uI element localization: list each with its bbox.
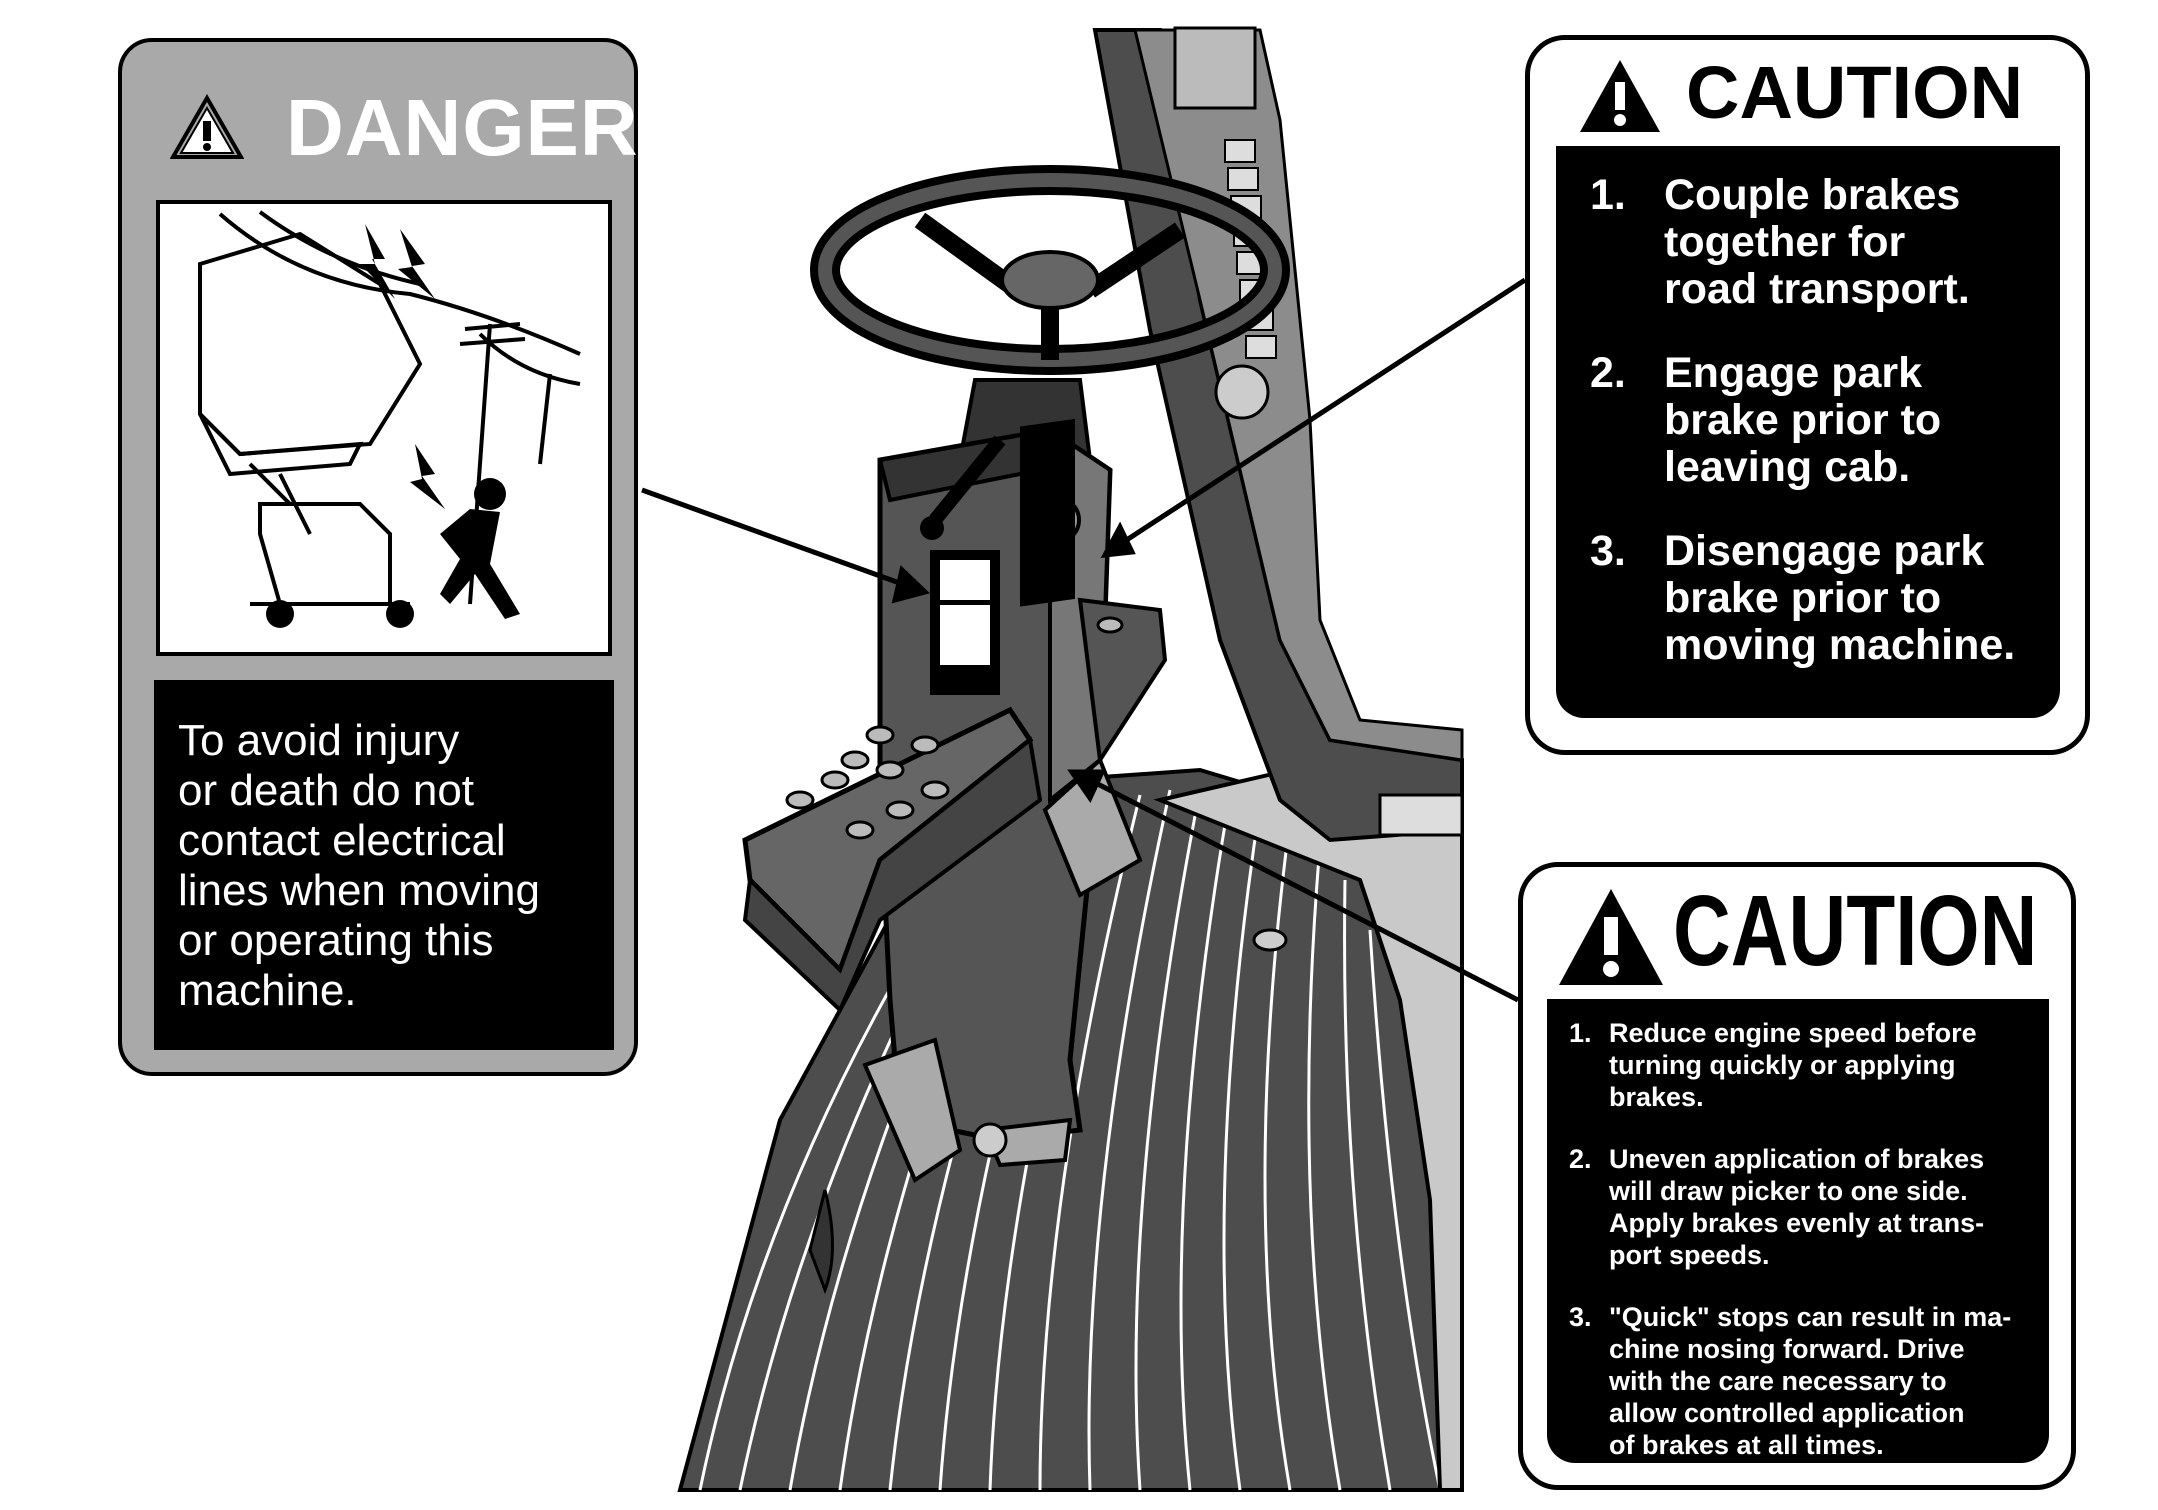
caution-title: CAUTION: [1673, 875, 2038, 987]
brake-pedals: [808, 756, 1288, 1295]
danger-message: To avoid injury or death do not contact …: [154, 680, 614, 1050]
warning-triangle-icon: [1559, 889, 1663, 985]
caution-title: CAUTION: [1686, 51, 2024, 134]
steering-wheel: [810, 165, 1290, 462]
caution-item: 1. Couple brakes together for road trans…: [1590, 171, 1970, 313]
danger-message-line: machine.: [178, 966, 357, 1015]
warning-triangle-icon: [170, 94, 244, 159]
warning-triangle-icon: [1580, 60, 1660, 132]
danger-title: DANGER: [286, 83, 639, 172]
power-line-hazard-image: [198, 210, 581, 628]
caution-item: 3. "Quick" stops can result in ma- chine…: [1569, 1302, 2012, 1460]
danger-header: DANGER: [170, 88, 638, 178]
caution-item: 2. Engage park brake prior to leaving ca…: [1590, 349, 1942, 491]
caution-instructions: 1. Reduce engine speed before turning qu…: [1547, 999, 2049, 1463]
danger-message-line: or death do not: [178, 766, 475, 815]
danger-decal: DANGER: [118, 38, 638, 1076]
danger-message-line: To avoid injury: [178, 716, 460, 765]
control-panel: [742, 597, 1168, 1014]
electrical-shock-pictogram: [156, 200, 612, 656]
caution-instructions: 1. Couple brakes together for road trans…: [1556, 146, 2060, 718]
caution-decal-brakes-park: CAUTION 1. Couple brakes together for ro…: [1525, 35, 2090, 755]
caution-item: 2. Uneven application of brakes will dra…: [1569, 1144, 1985, 1270]
cab-post: [1092, 26, 1464, 843]
caution-item: 3. Disengage park brake prior to moving …: [1590, 527, 2016, 669]
danger-message-line: lines when moving: [178, 866, 540, 915]
danger-message-line: contact electrical: [178, 816, 506, 865]
caution-item: 1. Reduce engine speed before turning qu…: [1569, 1018, 1977, 1112]
danger-message-line: or operating this: [178, 916, 494, 965]
caution-decal-braking: CAUTION 1. Reduce engine speed before tu…: [1518, 862, 2076, 1490]
leader-lines: [641, 277, 1527, 1003]
